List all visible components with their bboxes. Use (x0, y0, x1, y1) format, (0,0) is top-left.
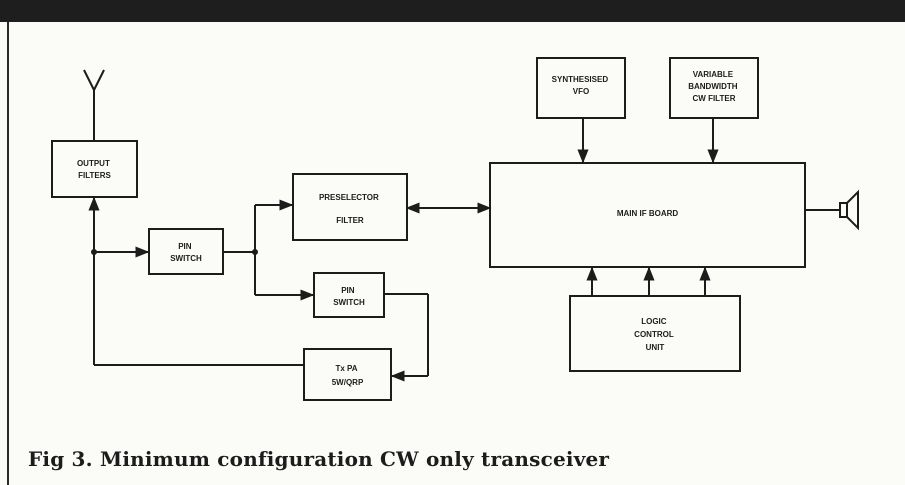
pin-switch-2-box (313, 272, 385, 318)
antenna-icon (83, 69, 105, 140)
pin-switch-2-label: PIN SWITCH (333, 286, 365, 307)
logic-control-unit-box (569, 295, 741, 372)
connection-lines (88, 118, 840, 382)
preselector-filter-box (292, 173, 408, 241)
junction-dots (91, 249, 258, 255)
top-border-bar (0, 0, 905, 22)
variable-bandwidth-filter-label: VARIABLE BANDWIDTH CW FILTER (688, 70, 740, 103)
synthesised-vfo-box (536, 57, 626, 119)
preselector-filter-label: PRESELECTOR FILTER (319, 193, 381, 225)
variable-bandwidth-filter-box (669, 57, 759, 119)
pin-switch-1-label: PIN SWITCH (170, 242, 202, 263)
main-if-board-box (489, 162, 806, 268)
tx-pa-box (303, 348, 392, 401)
output-filters-label: OUTPUT FILTERS (77, 159, 112, 180)
tx-pa-label: Tx PA 5W/QRP (332, 364, 364, 387)
left-border-rule (7, 22, 9, 485)
figure-caption: Fig 3. Minimum configuration CW only tra… (28, 447, 610, 471)
logic-control-unit-label: LOGIC CONTROL UNIT (634, 317, 676, 352)
loudspeaker-icon (839, 189, 859, 231)
main-if-board-label: MAIN IF BOARD (617, 209, 679, 218)
output-filters-box (51, 140, 138, 198)
pin-switch-1-box (148, 228, 224, 275)
synthesised-vfo-label: SYNTHESISED VFO (552, 75, 611, 96)
